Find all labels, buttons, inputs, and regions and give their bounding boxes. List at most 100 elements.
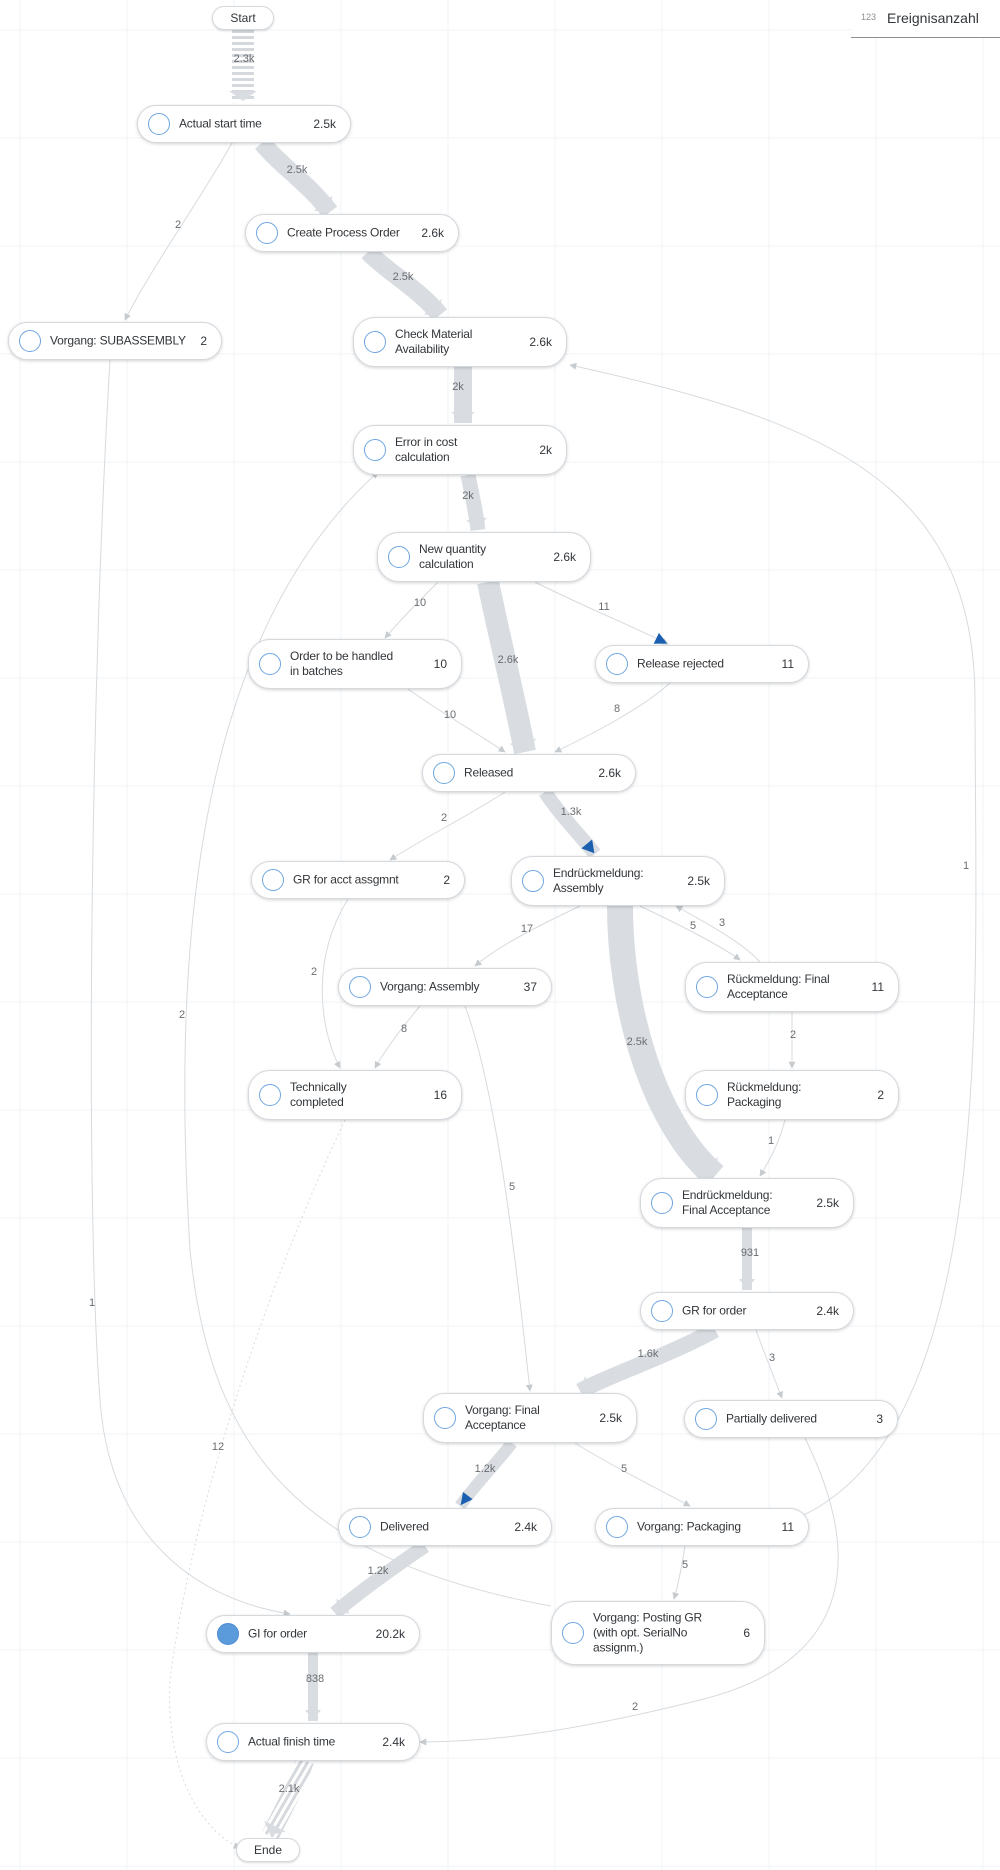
activity-node-create-order[interactable]: Create Process Order 2.6k bbox=[245, 214, 459, 252]
edge-count-label: 8 bbox=[614, 703, 620, 715]
activity-count: 16 bbox=[433, 1088, 447, 1102]
edge-create-order-to-check-material[interactable]: 2.5k bbox=[361, 245, 448, 321]
activity-count: 11 bbox=[781, 657, 794, 671]
edge-path bbox=[576, 1323, 719, 1399]
edge-path bbox=[554, 682, 671, 753]
activity-count: 3 bbox=[876, 1412, 883, 1426]
end-node[interactable]: Ende bbox=[236, 1838, 300, 1862]
edge-release-rejected-to-released[interactable]: 8 bbox=[554, 682, 671, 753]
legend-event-count[interactable]: 123 Ereignisanzahl bbox=[851, 0, 1000, 38]
edge-gr-order-to-partially-delivered[interactable]: 3 bbox=[755, 1329, 783, 1399]
activity-count: 2.5k bbox=[816, 1196, 839, 1210]
edge-gr-order-to-vorgang-final[interactable]: 1.6k bbox=[576, 1323, 719, 1399]
edge-count-label: 2.6k bbox=[498, 654, 519, 666]
edge-endr-assembly-to-rueck-final[interactable]: 5 bbox=[639, 905, 741, 961]
activity-label: Vorgang: Posting GR (with opt. SerialNo … bbox=[593, 1610, 702, 1655]
edge-arrowhead bbox=[423, 298, 442, 315]
activity-count: 6 bbox=[743, 1626, 750, 1640]
activity-label: GI for order bbox=[248, 1626, 307, 1641]
edge-released-to-gr-acct[interactable]: 2 bbox=[389, 791, 506, 861]
activity-count: 2.6k bbox=[598, 766, 621, 780]
edge-count-label: 1.3k bbox=[561, 806, 582, 818]
edge-arrowhead bbox=[696, 1156, 718, 1181]
edge-vorgang-final-to-delivered[interactable]: 1.2k bbox=[455, 1439, 517, 1510]
edge-new-quantity-to-released[interactable]: 2.6k bbox=[477, 579, 537, 755]
activity-label: Check Material Availability bbox=[395, 327, 473, 356]
edge-partially-delivered-to-actual-finish[interactable]: 2 bbox=[419, 1437, 839, 1746]
edge-vorgang-assembly-to-vorgang-final[interactable]: 5 bbox=[464, 1005, 533, 1392]
edge-start-to-actual-start[interactable]: 2.3k bbox=[229, 30, 257, 102]
activity-label: Create Process Order bbox=[287, 225, 400, 240]
edge-rueck-final-to-rueck-packaging[interactable]: 2 bbox=[788, 1012, 796, 1069]
activity-count: 2.5k bbox=[687, 874, 710, 888]
edge-vorgang-packaging-to-vorgang-posting[interactable]: 5 bbox=[672, 1545, 688, 1600]
activity-circle-icon bbox=[217, 1623, 239, 1645]
edge-count-label: 838 bbox=[306, 1673, 324, 1685]
edge-path bbox=[321, 898, 349, 1069]
edge-new-quantity-to-order-batches[interactable]: 10 bbox=[384, 581, 439, 639]
activity-label: Vorgang: Packaging bbox=[637, 1519, 741, 1534]
edge-released-to-endr-assembly[interactable]: 1.3k bbox=[539, 788, 601, 859]
edge-path bbox=[477, 579, 536, 755]
edge-tech-completed-to-end[interactable]: 12 bbox=[169, 1119, 346, 1849]
edge-gi-order-to-actual-finish[interactable]: 838 bbox=[305, 1653, 324, 1721]
edge-check-material-to-error-cost[interactable]: 2k bbox=[451, 367, 475, 423]
edge-arrowhead bbox=[509, 738, 537, 752]
activity-count: 20.2k bbox=[375, 1627, 405, 1641]
activity-count: 2 bbox=[200, 334, 207, 348]
edge-actual-start-to-create-order[interactable]: 2.5k bbox=[255, 137, 338, 218]
edge-vorgang-assembly-to-tech-completed[interactable]: 8 bbox=[374, 1005, 421, 1069]
edge-path bbox=[759, 1119, 786, 1177]
activity-count: 2.6k bbox=[421, 226, 444, 240]
activity-label: Error in cost calculation bbox=[395, 435, 458, 464]
edge-vorgang-subassembly-to-gi-order[interactable]: 1 bbox=[89, 359, 291, 1617]
edge-vorgang-packaging-to-check-material[interactable]: 1 bbox=[569, 362, 977, 1522]
edge-endr-assembly-to-endr-final[interactable]: 2.5k bbox=[607, 905, 724, 1186]
start-node[interactable]: Start bbox=[212, 6, 274, 30]
edge-actual-start-to-vorgang-subassembly[interactable]: 2 bbox=[124, 142, 233, 321]
edge-endr-assembly-to-vorgang-assembly[interactable]: 17 bbox=[474, 905, 581, 967]
activity-node-vorgang-posting[interactable]: Vorgang: Posting GR (with opt. SerialNo … bbox=[551, 1601, 765, 1665]
edge-error-cost-to-new-quantity[interactable]: 2k bbox=[460, 473, 487, 531]
edge-arrowhead bbox=[264, 1820, 286, 1836]
edge-count-label: 3 bbox=[719, 917, 725, 929]
edge-new-quantity-to-release-rejected[interactable]: 11 bbox=[534, 581, 669, 645]
edge-arrowhead bbox=[451, 412, 475, 422]
activity-circle-icon bbox=[256, 222, 278, 244]
activity-node-gi-order[interactable]: GI for order 20.2k bbox=[206, 1615, 420, 1653]
edge-vorgang-final-to-vorgang-packaging[interactable]: 5 bbox=[574, 1442, 691, 1507]
edge-actual-finish-to-end[interactable]: 2.1k bbox=[261, 1757, 314, 1840]
activity-label: Released bbox=[464, 765, 514, 780]
edge-count-label: 12 bbox=[212, 1441, 224, 1453]
edge-rueck-packaging-to-endr-final[interactable]: 1 bbox=[759, 1119, 786, 1177]
edge-gr-acct-to-tech-completed[interactable]: 2 bbox=[311, 898, 349, 1069]
edge-rueck-final-to-endr-assembly[interactable]: 3 bbox=[675, 905, 761, 963]
edge-count-label: 2 bbox=[175, 219, 181, 231]
activity-node-released[interactable]: Released 2.6k bbox=[422, 754, 636, 792]
edge-path bbox=[374, 1005, 421, 1069]
edge-order-batches-to-released[interactable]: 10 bbox=[407, 688, 506, 753]
edge-endr-final-to-gr-order[interactable]: 931 bbox=[739, 1228, 759, 1290]
edge-delivered-to-gi-order[interactable]: 1.2k bbox=[330, 1540, 429, 1619]
activity-label: Vorgang: Final Acceptance bbox=[465, 1403, 540, 1432]
